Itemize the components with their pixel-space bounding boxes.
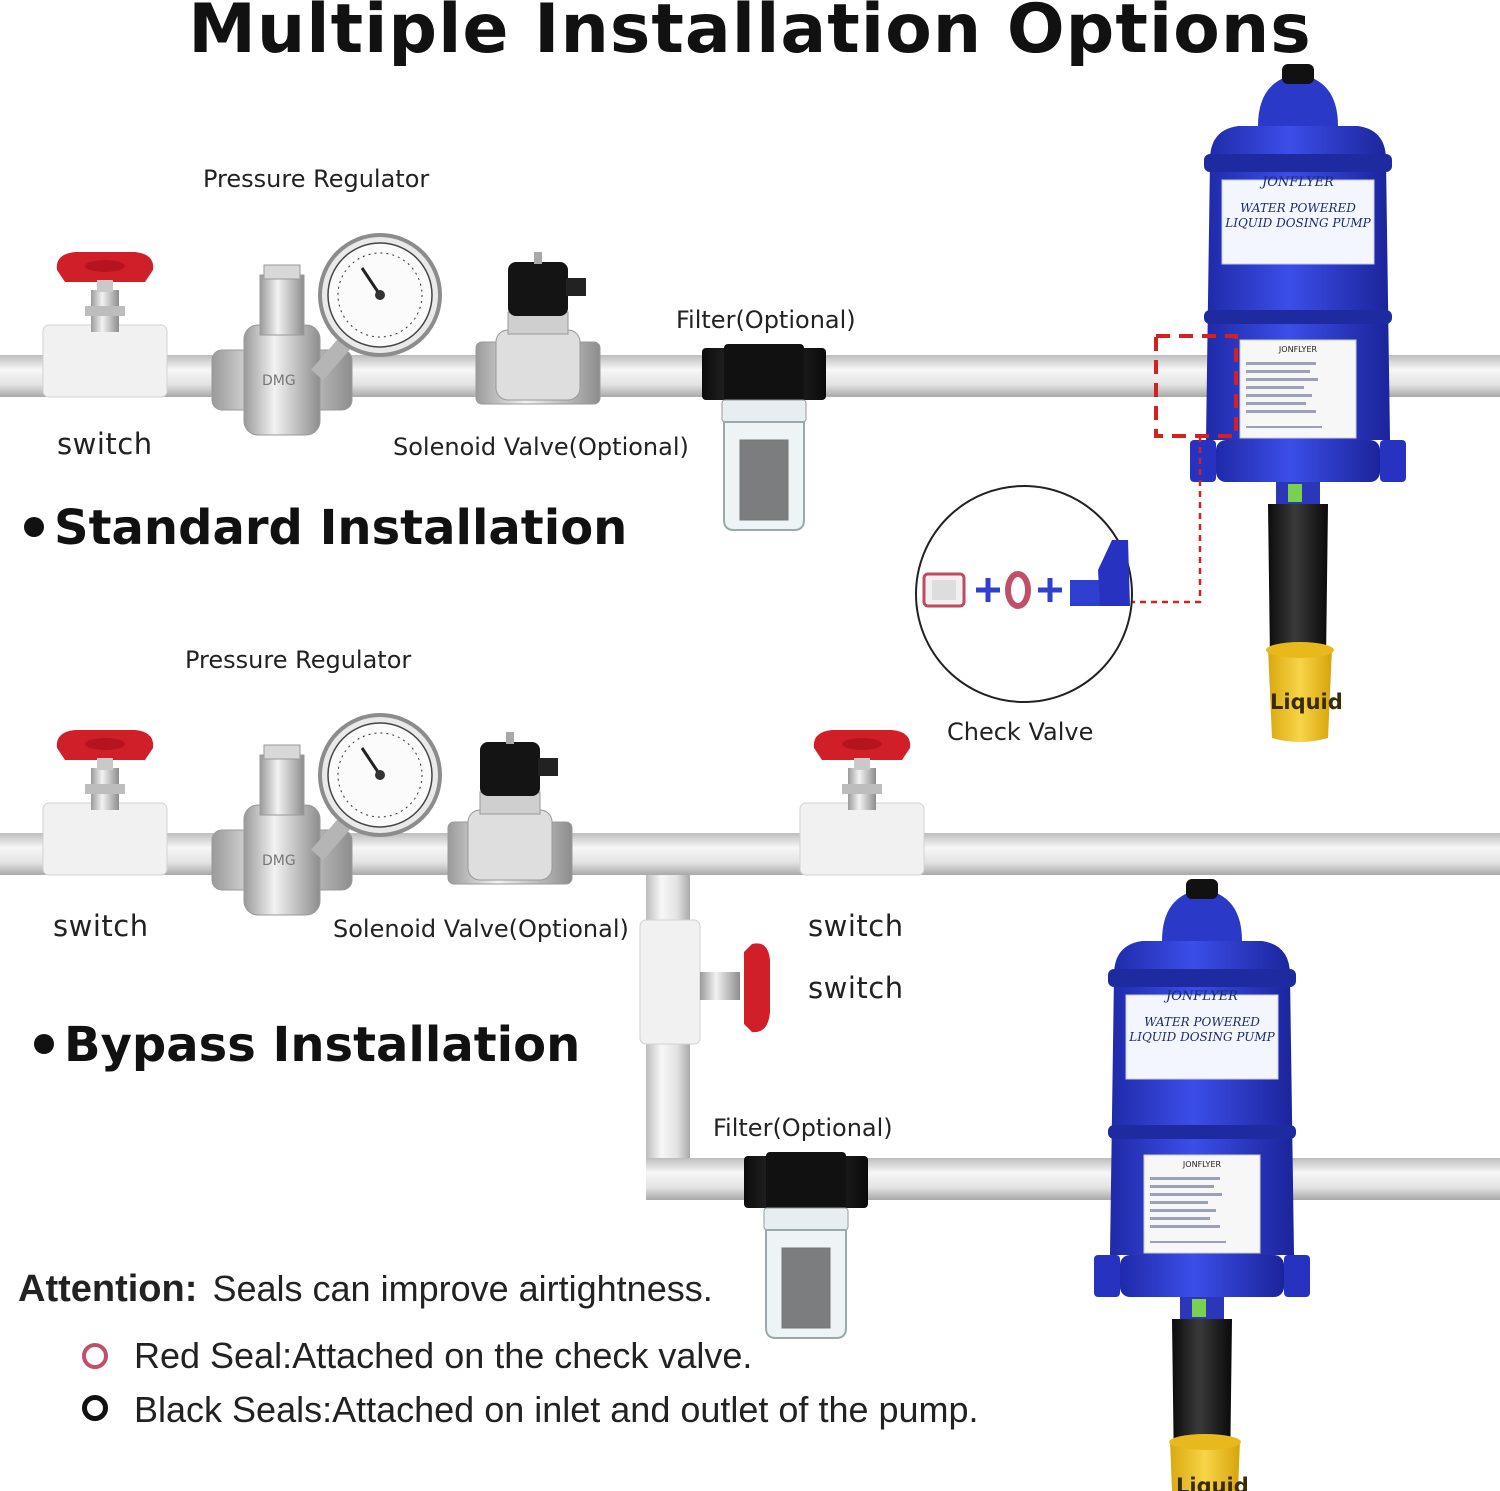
- check-valve-assembly: [922, 540, 1130, 609]
- bypass-solenoid-label: Solenoid Valve(Optional): [333, 915, 629, 943]
- bypass-pressure-regulator-label: Pressure Regulator: [185, 646, 412, 674]
- bypass-switch-valve-left: [42, 729, 168, 876]
- svg-text:JONFLYER: JONFLYER: [1182, 1160, 1222, 1169]
- bypass-switch-valve-branch: [639, 919, 770, 1045]
- attention-text: Seals can improve airtightness.: [212, 1268, 713, 1309]
- attention-line: Attention: Seals can improve airtightnes…: [18, 1268, 713, 1311]
- standard-liquid-label: Liquid: [1270, 690, 1343, 714]
- bypass-filter-label: Filter(Optional): [713, 1114, 893, 1142]
- bypass-switch-valve-right: [799, 729, 925, 876]
- bypass-liquid-label: Liquid: [1176, 1474, 1249, 1491]
- bypass-pressure-regulator: [212, 715, 440, 915]
- check-valve-highlight-box: [1154, 334, 1238, 438]
- bypass-switch-left-label: switch: [53, 909, 149, 943]
- svg-text:LIQUID DOSING PUMP: LIQUID DOSING PUMP: [1128, 1030, 1275, 1044]
- bullet-icon: [24, 517, 44, 537]
- standard-dosing-pump: JONFLYER WATER POWERED LIQUID DOSING PUM…: [1189, 63, 1407, 729]
- bypass-dosing-pump: JONFLYER WATER POWERED LIQUID DOSING PUM…: [1093, 878, 1311, 1491]
- standard-switch-label: switch: [57, 427, 153, 461]
- bypass-switch-upper-label: switch: [808, 909, 904, 943]
- bypass-switch-lower-label: switch: [808, 971, 904, 1005]
- bullet-icon: [34, 1034, 54, 1054]
- bypass-filter: [743, 1151, 869, 1339]
- check-valve-label: Check Valve: [947, 718, 1094, 746]
- check-valve-leader-line: [1126, 436, 1202, 604]
- attention-heading: Attention:: [18, 1268, 198, 1310]
- standard-pressure-regulator: [212, 235, 440, 435]
- red-seal-ring-icon: [82, 1343, 108, 1369]
- pump-brand-text: JONFLYER: [1259, 175, 1334, 190]
- pump-line1-text: WATER POWERED: [1240, 201, 1356, 215]
- standard-solenoid-label: Solenoid Valve(Optional): [393, 433, 689, 461]
- bypass-installation-heading: Bypass Installation: [34, 1017, 580, 1073]
- standard-filter-label: Filter(Optional): [676, 306, 856, 334]
- standard-filter: [701, 343, 827, 531]
- bypass-liquid-bucket: [1169, 1434, 1241, 1491]
- page-title: Multiple Installation Options: [188, 0, 1312, 69]
- black-seal-text: Black Seals:Attached on inlet and outlet…: [134, 1389, 979, 1430]
- bypass-solenoid-valve: [447, 731, 573, 885]
- pump-plate-brand-text: JONFLYER: [1278, 345, 1318, 354]
- standard-pressure-regulator-label: Pressure Regulator: [203, 165, 430, 193]
- check-valve-inset-circle: [915, 485, 1133, 703]
- standard-solenoid-valve: [475, 251, 601, 405]
- black-seal-ring-icon: [82, 1395, 108, 1421]
- svg-text:WATER POWERED: WATER POWERED: [1144, 1015, 1260, 1029]
- standard-liquid-bucket: [1266, 642, 1334, 742]
- pump-line2-text: LIQUID DOSING PUMP: [1224, 216, 1371, 230]
- red-seal-text: Red Seal:Attached on the check valve.: [134, 1335, 753, 1376]
- standard-switch-valve: [42, 251, 168, 398]
- svg-text:JONFLYER: JONFLYER: [1163, 989, 1238, 1004]
- standard-installation-heading: Standard Installation: [24, 500, 627, 556]
